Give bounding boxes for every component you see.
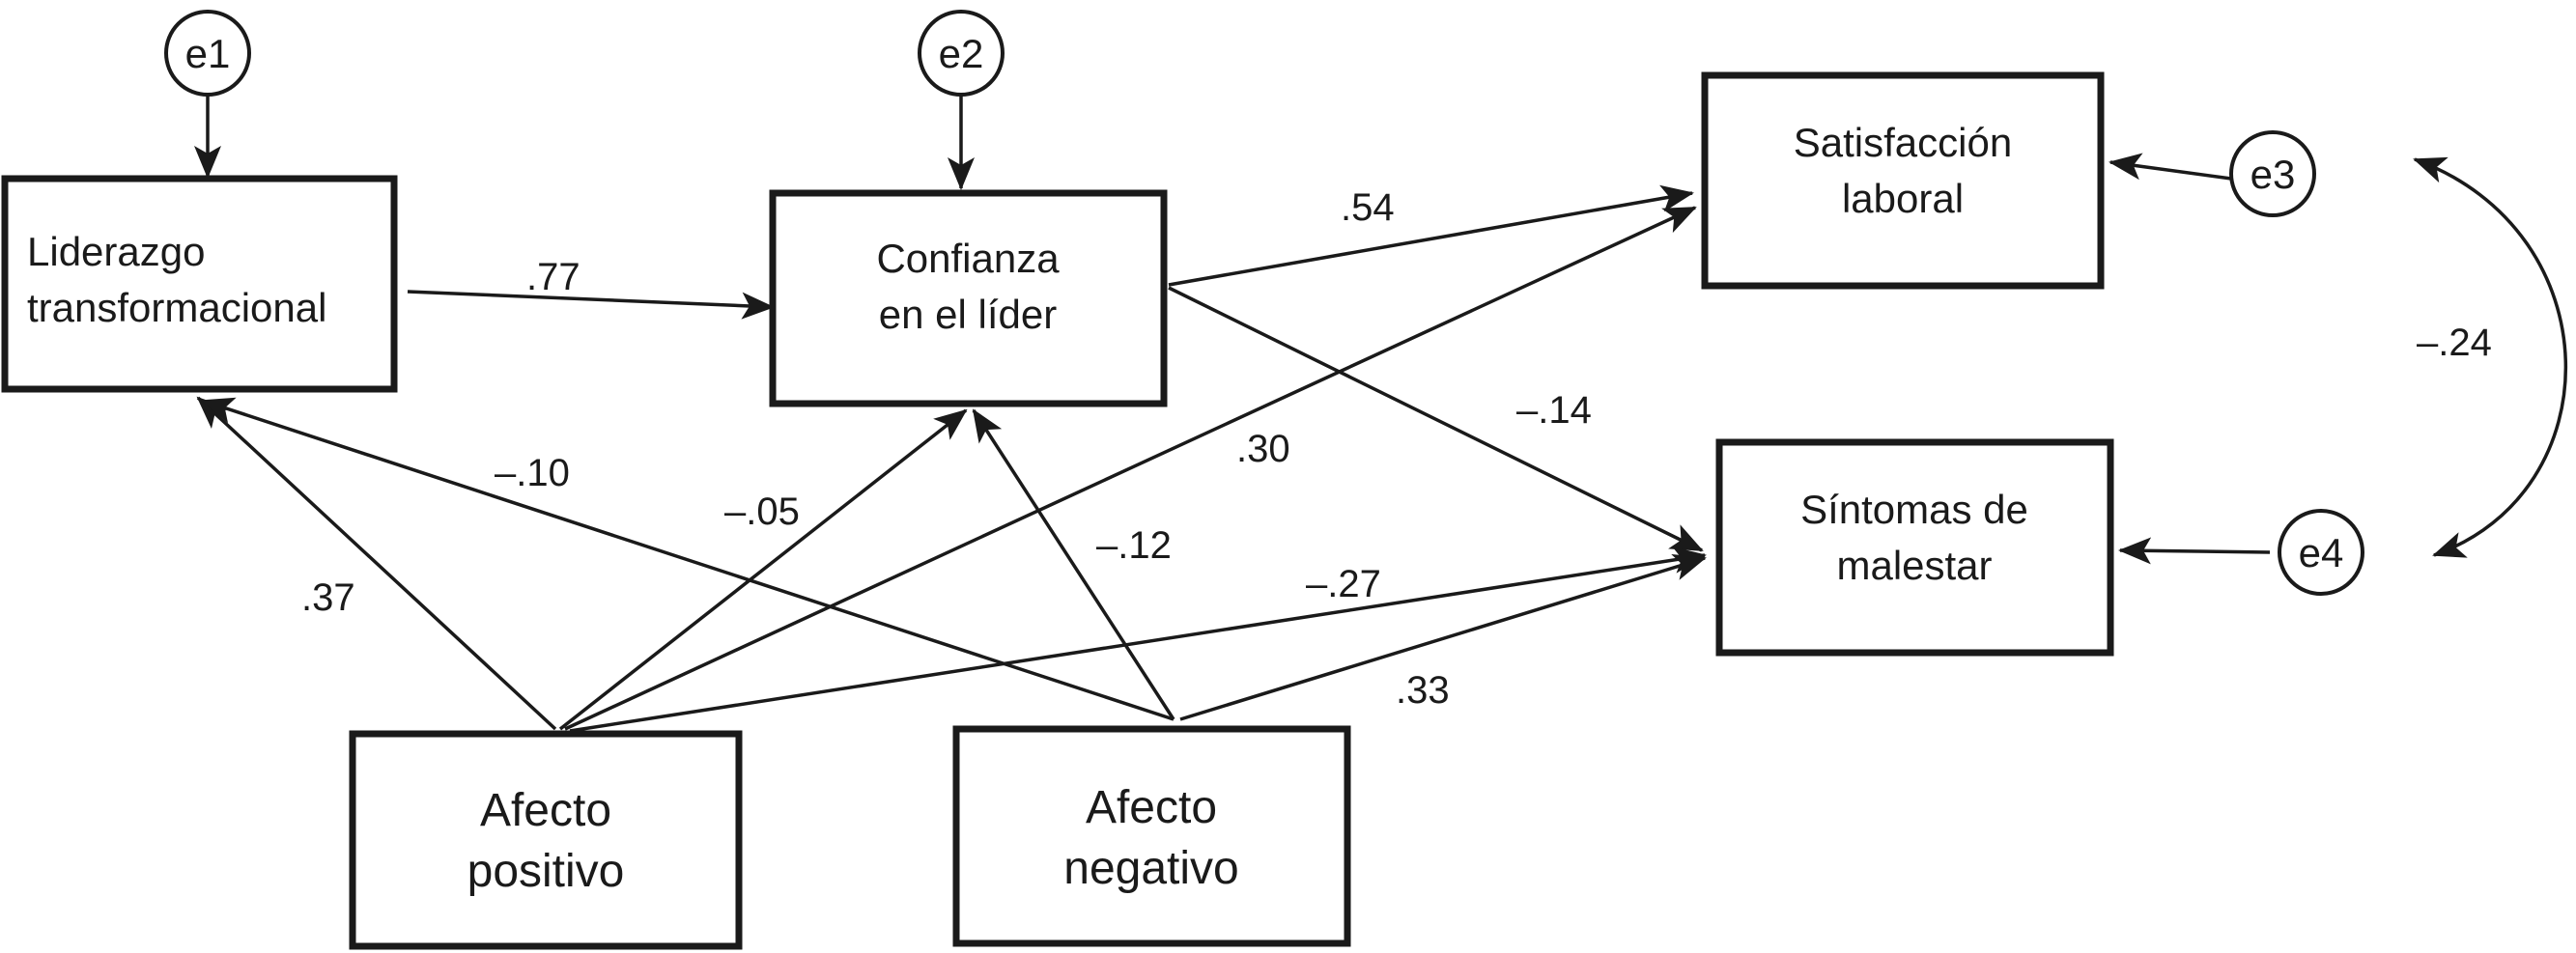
- coef-afecto-negativo-sintomas: .33: [1396, 669, 1450, 712]
- covariance-e3-e4: [2413, 156, 2568, 558]
- path-afecto-negativo-confianza: [972, 408, 1175, 720]
- coef-e3-e4-covariance: –.24: [2417, 322, 2492, 364]
- coef-afecto-negativo-liderazgo: –.10: [495, 452, 570, 494]
- node-sintomas-line1: Síntomas de: [1800, 487, 2028, 532]
- error-e3-label: e3: [2250, 152, 2296, 197]
- node-confianza-line2: en el líder: [879, 292, 1057, 337]
- coef-afecto-positivo-sintomas: –.27: [1306, 563, 1381, 605]
- path-afecto-positivo-liderazgo: [196, 396, 557, 731]
- path-liderazgo-confianza: [407, 290, 775, 320]
- error-e4-label: e4: [2299, 530, 2344, 575]
- error-e2: e2: [918, 10, 1005, 97]
- node-sintomas-malestar: Síntomas de malestar: [1715, 438, 2114, 657]
- node-satisfaccion-line2: laboral: [1842, 176, 1964, 221]
- path-afecto-negativo-liderazgo: [201, 397, 1175, 721]
- node-satisfaccion-laboral: Satisfacción laboral: [1701, 71, 2105, 290]
- node-confianza-line1: Confianza: [876, 236, 1060, 281]
- node-afecto-positivo-line2: positivo: [467, 846, 625, 897]
- coef-liderazgo-confianza: .77: [526, 256, 580, 298]
- path-e4-sintomas: [2118, 537, 2271, 565]
- node-afecto-positivo-line1: Afecto: [480, 785, 611, 836]
- error-e4: e4: [2278, 509, 2364, 596]
- node-afecto-positivo: Afecto positivo: [349, 730, 743, 950]
- error-e1-label: e1: [185, 31, 231, 76]
- path-confianza-sintomas: [1168, 286, 1704, 552]
- path-afecto-negativo-sintomas: [1179, 554, 1707, 721]
- path-afecto-positivo-satisfaccion: [564, 206, 1697, 731]
- node-liderazgo-line2: transformacional: [27, 285, 326, 330]
- coef-confianza-sintomas: –.14: [1516, 389, 1592, 432]
- error-e2-label: e2: [939, 31, 984, 76]
- path-afecto-positivo-confianza: [558, 408, 968, 731]
- coef-afecto-positivo-satisfaccion: .30: [1236, 428, 1290, 470]
- coef-afecto-positivo-confianza: –.05: [724, 491, 800, 533]
- coef-confianza-satisfaccion: .54: [1341, 186, 1395, 229]
- node-sintomas-line2: malestar: [1836, 543, 1992, 588]
- error-e1: e1: [164, 10, 251, 97]
- node-afecto-negativo-line1: Afecto: [1086, 782, 1217, 833]
- node-confianza-lider: Confianza en el líder: [769, 189, 1168, 407]
- error-e3: e3: [2229, 130, 2316, 217]
- path-e3-satisfaccion: [2109, 153, 2232, 181]
- node-afecto-negativo-line2: negativo: [1063, 843, 1238, 894]
- node-liderazgo-line1: Liderazgo: [27, 229, 205, 274]
- node-liderazgo-transformacional: Liderazgo transformacional: [1, 175, 398, 393]
- coef-afecto-positivo-liderazgo: .37: [301, 576, 355, 619]
- path-confianza-satisfaccion: [1168, 184, 1694, 287]
- path-afecto-positivo-sintomas: [569, 547, 1707, 733]
- node-afecto-negativo: Afecto negativo: [952, 725, 1351, 947]
- coef-afecto-negativo-confianza: –.12: [1096, 524, 1172, 567]
- node-satisfaccion-line1: Satisfacción: [1794, 120, 2012, 165]
